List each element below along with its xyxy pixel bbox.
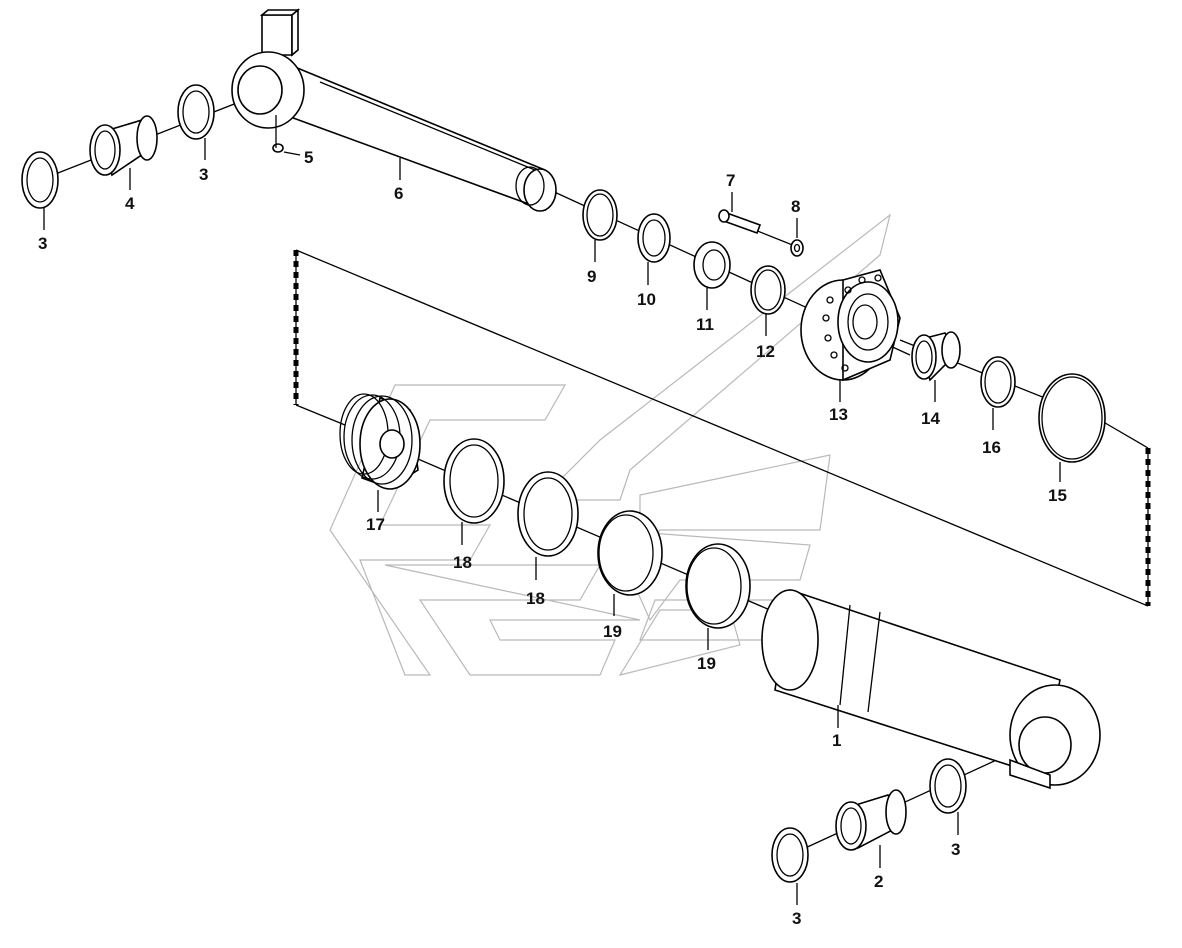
label-part-19: 19 bbox=[697, 654, 716, 673]
piston-rod bbox=[231, 8, 557, 212]
label-part-4: 4 bbox=[125, 194, 135, 213]
bolt-and-washer bbox=[718, 192, 804, 257]
label-part-12: 12 bbox=[756, 342, 775, 361]
label-part-14: 14 bbox=[921, 409, 940, 428]
cylinder-head bbox=[800, 269, 901, 402]
label-part-13: 13 bbox=[829, 405, 848, 424]
head-bushing-and-rings bbox=[911, 331, 1106, 482]
piston bbox=[339, 393, 421, 512]
cylinder-barrel bbox=[761, 588, 1101, 790]
label-part-18: 18 bbox=[453, 553, 472, 572]
label-part-19: 19 bbox=[603, 622, 622, 641]
label-part-18: 18 bbox=[526, 589, 545, 608]
label-part-10: 10 bbox=[637, 290, 656, 309]
label-part-11: 11 bbox=[696, 315, 714, 334]
label-part-7: 7 bbox=[726, 171, 735, 190]
label-part-1: 1 bbox=[832, 731, 841, 750]
label-part-5: 5 bbox=[304, 148, 313, 167]
rod-seals bbox=[582, 189, 786, 336]
barrel-eye-bushings bbox=[771, 758, 967, 905]
piston-seals bbox=[443, 438, 751, 650]
label-part-8: 8 bbox=[791, 197, 800, 216]
rod-eye-bushings bbox=[21, 84, 215, 230]
label-part-3: 3 bbox=[792, 909, 801, 928]
label-part-2: 2 bbox=[874, 872, 883, 891]
label-part-3: 3 bbox=[199, 165, 208, 184]
label-part-16: 16 bbox=[982, 438, 1001, 457]
label-part-3: 3 bbox=[951, 840, 960, 859]
part-labels: 1 2 3 3 3 3 4 5 6 7 8 9 10 11 12 13 14 1… bbox=[38, 148, 1067, 928]
label-part-9: 9 bbox=[587, 267, 596, 286]
label-part-6: 6 bbox=[394, 184, 403, 203]
label-part-17: 17 bbox=[366, 515, 385, 534]
label-part-3: 3 bbox=[38, 234, 47, 253]
label-part-15: 15 bbox=[1048, 486, 1067, 505]
